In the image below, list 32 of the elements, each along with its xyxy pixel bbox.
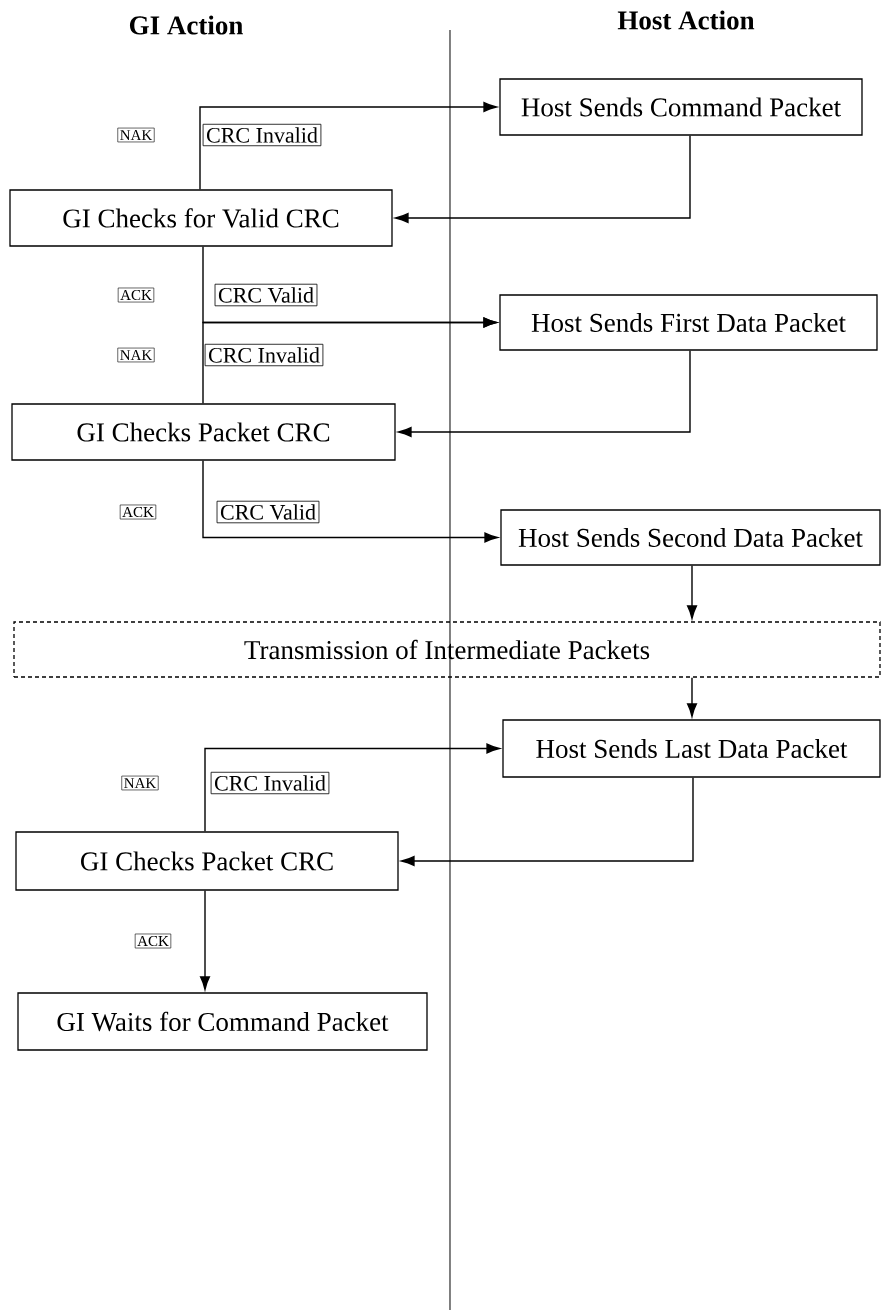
process-box: GI Checks Packet CRC: [11, 403, 396, 461]
status-tag: NAK: [117, 347, 155, 363]
arrow: [686, 676, 698, 717]
arrow: [199, 889, 211, 990]
status-tag: NAK: [121, 775, 159, 791]
status-tag: NAK: [117, 127, 155, 143]
arrow: [401, 776, 694, 867]
process-box: Host Sends Second Data Packet: [500, 509, 881, 566]
arrow: [686, 564, 698, 619]
condition-label: CRC Invalid: [202, 123, 322, 147]
status-tag: ACK: [134, 933, 172, 949]
column-header: GI Action: [129, 15, 243, 35]
process-box: GI Checks Packet CRC: [15, 831, 399, 891]
condition-label: CRC Invalid: [204, 343, 324, 367]
column-header: Host Action: [617, 10, 755, 30]
condition-label: CRC Valid: [216, 500, 320, 524]
arrow: [395, 134, 691, 224]
process-box: Host Sends Command Packet: [499, 78, 863, 136]
arrow: [199, 102, 497, 191]
arrow: [204, 743, 500, 833]
condition-label: CRC Valid: [214, 283, 318, 307]
process-box: Host Sends First Data Packet: [499, 294, 878, 351]
status-tag: ACK: [119, 504, 157, 520]
arrow: [202, 317, 497, 405]
condition-label: CRC Invalid: [210, 771, 330, 795]
status-tag: ACK: [117, 287, 155, 303]
process-box: GI Waits for Command Packet: [17, 992, 428, 1051]
process-box: Host Sends Last Data Packet: [502, 719, 881, 778]
dashed-box: Transmission of Intermediate Packets: [13, 621, 881, 678]
arrow: [398, 349, 691, 438]
arrow: [202, 459, 498, 543]
process-box: GI Checks for Valid CRC: [9, 189, 393, 247]
